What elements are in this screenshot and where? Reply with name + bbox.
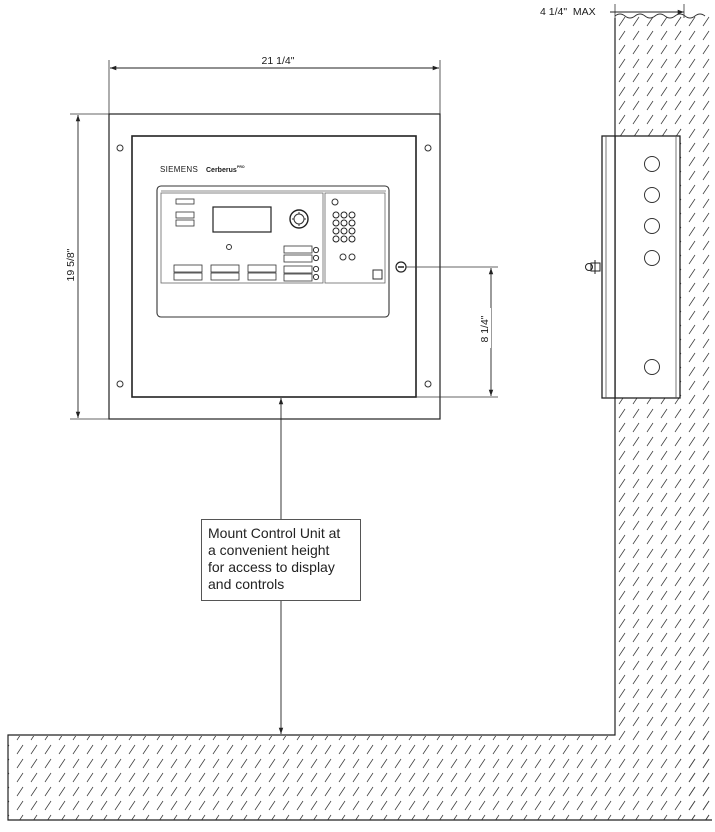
function-button xyxy=(283,245,313,254)
depth-dimension: 4 1/4" MAX xyxy=(540,6,596,18)
mounting-hole xyxy=(116,380,124,388)
keypad-key xyxy=(348,235,356,243)
enclosure-side xyxy=(614,135,681,399)
status-led xyxy=(226,244,232,250)
indicator-led-block xyxy=(175,211,195,219)
keypad-key xyxy=(332,235,340,243)
zone-button xyxy=(210,272,240,281)
wall-hatch xyxy=(615,16,684,136)
brand-label: SIEMENS xyxy=(160,165,198,174)
zone-button-row xyxy=(173,264,277,281)
knockout xyxy=(644,187,660,203)
knockout xyxy=(644,156,660,172)
keypad-key xyxy=(332,211,340,219)
zone-button xyxy=(247,264,277,273)
wall-hatch xyxy=(680,16,712,820)
label-strip xyxy=(175,198,195,205)
width-dimension: 21 1/4" xyxy=(262,55,295,67)
keypad-key xyxy=(348,227,356,235)
function-button xyxy=(283,265,313,274)
wall-hatch xyxy=(615,398,684,736)
operator-panel xyxy=(156,185,390,318)
mounting-note-line: a convenient height xyxy=(208,542,330,558)
keypad-key xyxy=(340,211,348,219)
product-mark: PRO xyxy=(237,165,245,169)
keypad-led xyxy=(331,198,339,206)
knockout xyxy=(644,250,660,266)
keypad-key xyxy=(340,219,348,227)
zone-button xyxy=(173,264,203,273)
mounting-note-line: for access to display xyxy=(208,559,335,575)
lcd-display xyxy=(212,206,272,233)
panel-inset xyxy=(324,192,386,284)
knockout xyxy=(644,359,660,375)
wall-break-line xyxy=(614,13,706,19)
keypad-key xyxy=(332,219,340,227)
navigation-knob xyxy=(289,209,309,229)
mounting-hole xyxy=(424,144,432,152)
knockout xyxy=(644,218,660,234)
key-switch-slot xyxy=(372,269,383,280)
keypad-key xyxy=(340,227,348,235)
zone-button xyxy=(247,272,277,281)
height-dimension: 19 5/8" xyxy=(65,248,77,281)
indicator-led-block xyxy=(175,219,195,227)
function-button xyxy=(283,273,313,282)
floor-hatch xyxy=(8,736,712,820)
numeric-keypad xyxy=(332,211,356,243)
mounting-hole xyxy=(424,380,432,388)
mounting-note-line: and controls xyxy=(208,576,285,592)
function-button xyxy=(283,254,313,263)
mounting-note-line: Mount Control Unit at xyxy=(208,525,341,541)
mounting-note: Mount Control Unit at a convenient heigh… xyxy=(201,519,361,601)
keypad-key xyxy=(348,219,356,227)
keypad-key xyxy=(340,235,348,243)
product-label: Cerberus xyxy=(206,167,237,174)
panel-inset xyxy=(160,192,324,284)
mount-dimension: 8 1/4" xyxy=(479,315,491,342)
mounting-hole xyxy=(116,144,124,152)
door-edge xyxy=(601,135,616,399)
side-lock xyxy=(590,260,601,274)
keypad-key xyxy=(348,211,356,219)
zone-button xyxy=(210,264,240,273)
zone-button xyxy=(173,272,203,281)
keypad-key xyxy=(332,227,340,235)
wall-outline xyxy=(7,18,712,821)
